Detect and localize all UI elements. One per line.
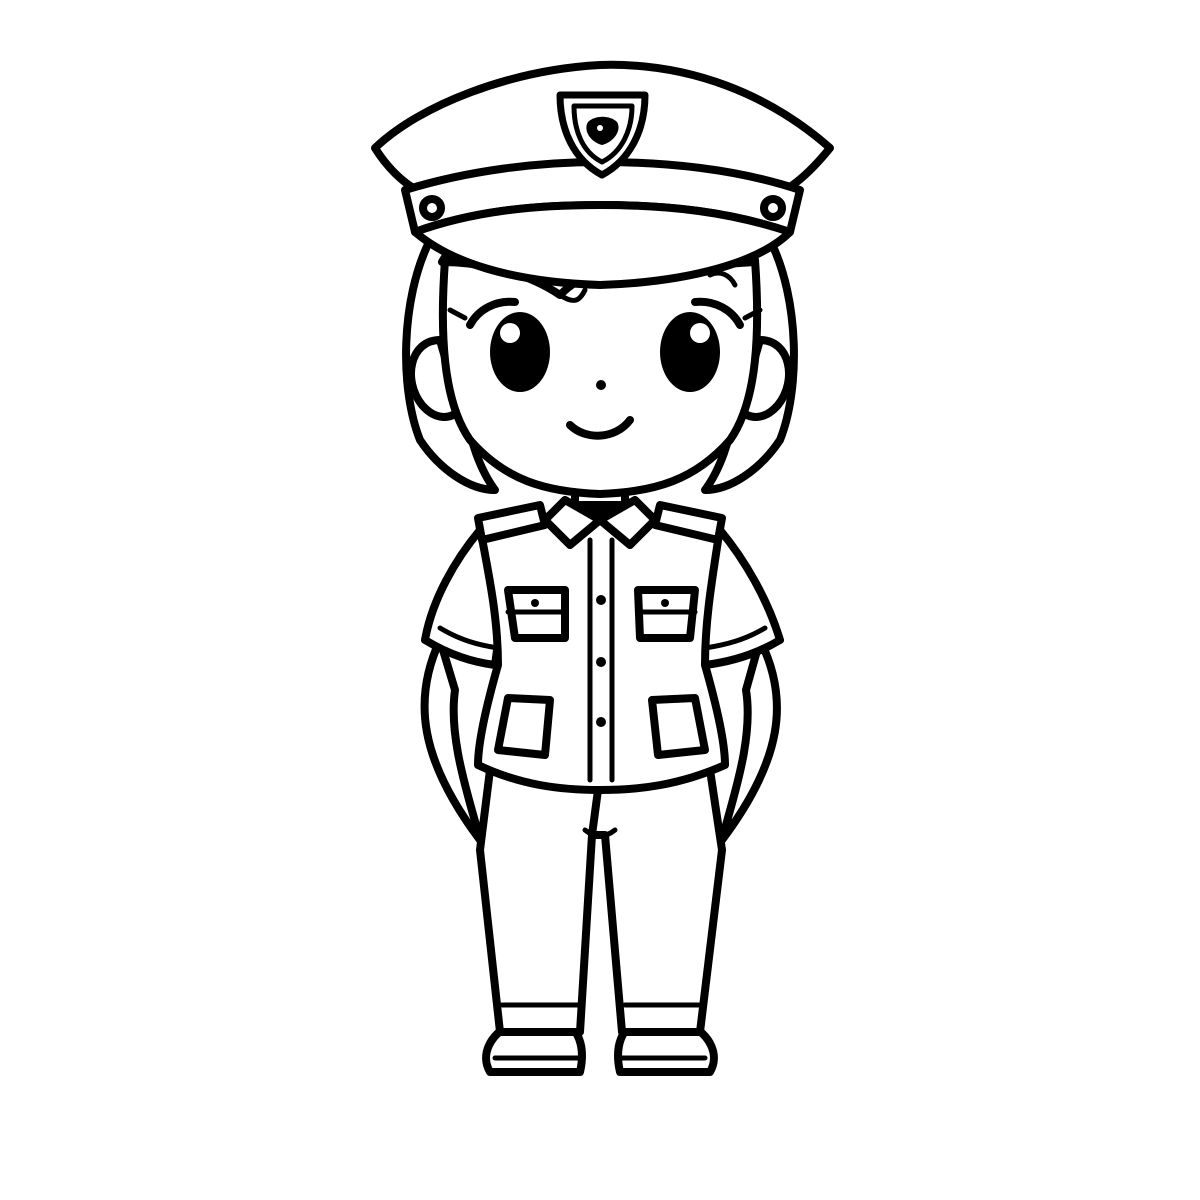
left-arm bbox=[420, 636, 484, 844]
shirt-button bbox=[596, 657, 606, 667]
smile bbox=[566, 416, 634, 440]
police-cap-icon bbox=[371, 60, 834, 289]
right-arm bbox=[718, 636, 781, 844]
lower-pocket-left bbox=[494, 694, 554, 759]
right-eye bbox=[660, 270, 763, 392]
pants bbox=[476, 766, 726, 1036]
shirt-button bbox=[596, 717, 606, 727]
shirt-button bbox=[596, 595, 606, 605]
uniform-shirt bbox=[421, 496, 784, 794]
nose bbox=[596, 380, 606, 390]
left-eye bbox=[447, 297, 550, 392]
badge-icon bbox=[556, 91, 649, 179]
lower-pocket-right bbox=[648, 694, 709, 759]
